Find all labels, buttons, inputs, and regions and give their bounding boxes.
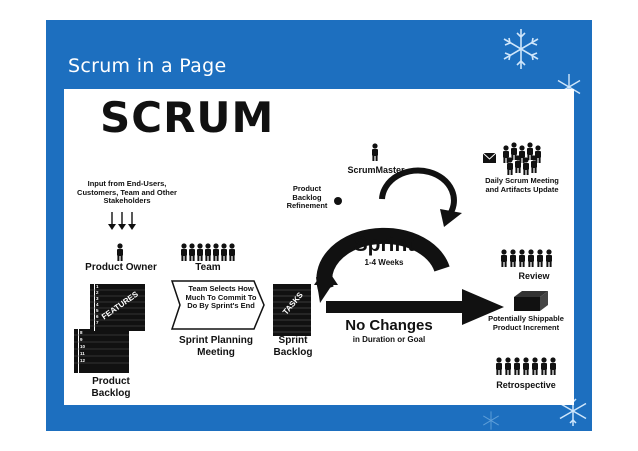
snowflake-icon (483, 411, 499, 430)
no-changes-sub: in Duration or Goal (352, 335, 426, 344)
scrum-heading: SCRUM (100, 93, 275, 142)
no-changes-label: No Changes (345, 317, 433, 334)
retrospective-icon (496, 357, 556, 375)
product-owner-label: Product Owner (85, 262, 157, 273)
backlog-number: 12 (80, 358, 86, 363)
daily-scrum-icon (503, 142, 541, 175)
increment-cube-icon (514, 291, 548, 311)
team-icon (181, 243, 235, 261)
backlog-number: 2 (96, 290, 99, 295)
slide-title: Scrum in a Page (68, 55, 227, 77)
scrum-diagram: SCRUM Input from End-Users, Customers, T… (64, 89, 574, 405)
refinement-dot (334, 197, 342, 205)
review-label: Review (518, 271, 550, 281)
product-backlog-label: Product Backlog (91, 376, 131, 399)
backlog-number: 10 (80, 344, 86, 349)
input-label: Input from End-Users, Customers, Team an… (77, 179, 177, 206)
slide: Scrum in a Page (46, 20, 592, 431)
scrum-master-label: ScrumMaster (347, 165, 405, 175)
sprint-backlog-stack (273, 284, 311, 336)
daily-cycle-arrow (379, 167, 457, 219)
scrum-diagram-graphics (74, 142, 556, 375)
refinement-label: Product Backlog Refinement (286, 184, 328, 211)
sprint-backlog-label: Sprint Backlog (273, 335, 313, 358)
retrospective-label: Retrospective (496, 380, 556, 390)
backlog-number: 6 (96, 314, 99, 319)
envelope-icon (483, 153, 496, 163)
team-label: Team (195, 262, 221, 273)
team-selects-arrow (170, 280, 265, 330)
input-arrows (108, 212, 136, 230)
sprint-duration: 1-4 Weeks (364, 258, 404, 267)
backlog-number: 1 (96, 284, 99, 289)
backlog-number: 7 (96, 320, 99, 325)
scrum-master-icon (372, 143, 378, 161)
backlog-number: 3 (96, 296, 99, 301)
review-icon (501, 249, 552, 267)
snowflake-icon (503, 29, 539, 69)
backlog-number: 8 (80, 330, 83, 335)
backlog-number: 4 (96, 302, 99, 307)
backlog-number: 9 (80, 337, 83, 342)
delivery-arrow (326, 301, 466, 313)
team-selects-text: Team Selects How Much To Commit To Do By… (185, 284, 257, 311)
increment-label: Potentially Shippable Product Increment (488, 314, 564, 332)
daily-scrum-label: Daily Scrum Meeting and Artifacts Update (485, 176, 559, 194)
backlog-number: 11 (80, 351, 85, 356)
sprint-planning-label: Sprint Planning Meeting (179, 335, 253, 358)
sprint-label: Sprint (353, 233, 415, 256)
product-owner-icon (117, 243, 123, 261)
backlog-number: 5 (96, 308, 99, 313)
product-backlog-stack (74, 284, 145, 373)
